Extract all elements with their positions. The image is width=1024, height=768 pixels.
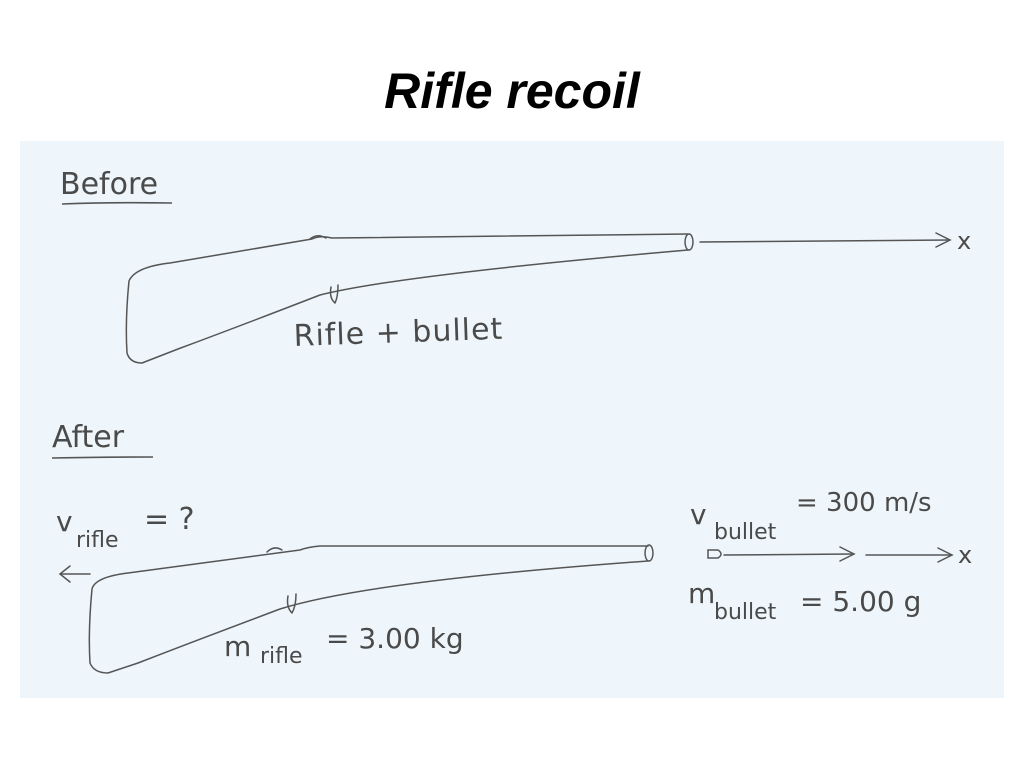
rifle-velocity-label: v rifle = ? [56, 502, 195, 553]
rifle-after-sight [266, 547, 283, 553]
rifle-recoil-arrow [58, 565, 91, 583]
rifle-mass-label: m rifle = 3.00 kg [224, 622, 464, 669]
rifle-before-sight [309, 235, 327, 240]
bullet-mass-subscript: bullet [714, 600, 777, 625]
bullet-mass-symbol: m [688, 577, 715, 610]
rifle-before [125, 233, 694, 364]
diagram-canvas: Before x Rifle + bullet After v rifle = … [20, 141, 1004, 698]
rifle-mass-subscript: rifle [260, 644, 303, 669]
rifle-velocity-symbol: v [56, 505, 73, 538]
bullet-velocity-arrow [723, 546, 856, 562]
x-axis-after-arrowhead [937, 547, 954, 563]
before-heading: Before [60, 167, 158, 202]
rifle-after-body [88, 545, 649, 674]
panel-background [20, 141, 1004, 698]
diagram-panel: Before x Rifle + bullet After v rifle = … [20, 141, 1004, 698]
rifle-bullet-label: Rifle + bullet [293, 312, 504, 354]
x-axis-before-arrowhead [935, 232, 952, 248]
x-axis-before [699, 232, 952, 248]
rifle-mass-value: = 3.00 kg [326, 622, 464, 655]
bullet-velocity-symbol: v [690, 498, 707, 531]
rifle-after [88, 544, 654, 674]
rifle-after-trigger [286, 593, 297, 614]
rifle-velocity-subscript: rifle [76, 528, 119, 553]
rifle-before-body [125, 233, 689, 364]
rifle-mass-symbol: m [224, 630, 251, 663]
after-heading: After [52, 420, 125, 455]
rifle-after-muzzle [644, 544, 654, 562]
after-heading-underline [51, 456, 154, 459]
x-axis-after [865, 547, 954, 563]
bullet [707, 549, 722, 559]
slide-title: Rifle recoil [384, 63, 640, 119]
before-heading-underline [61, 201, 173, 205]
bullet-velocity-label: v bullet = 300 m/s [690, 488, 932, 545]
bullet-velocity-subscript: bullet [714, 520, 777, 545]
rifle-before-muzzle [684, 233, 694, 251]
bullet-mass-label: m bullet = 5.00 g [688, 577, 921, 625]
rifle-velocity-value: = ? [144, 502, 195, 537]
bullet-mass-value: = 5.00 g [800, 585, 921, 618]
x-axis-after-label: x [958, 541, 972, 569]
x-axis-before-label: x [957, 227, 971, 255]
bullet-velocity-value: = 300 m/s [796, 488, 932, 518]
rifle-before-trigger [329, 284, 339, 304]
bullet-shape [707, 549, 722, 559]
